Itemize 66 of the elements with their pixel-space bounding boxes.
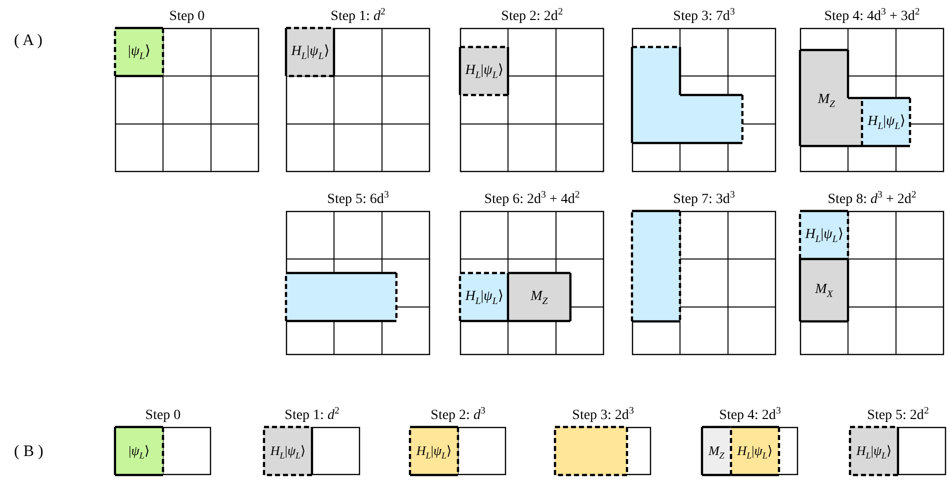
shaded-region [800,211,848,259]
state-label: H$_{L}$|ψ$_{L}$⟩ [465,289,503,306]
step-title: Step 5: 2d$^{2}$ [867,407,929,425]
shaded-region [410,427,458,475]
step-title: Step 3: 7d$^{3}$ [673,8,735,26]
state-label: H$_{L}$|ψ$_{L}$⟩ [805,227,843,243]
grid-panel [460,8,604,172]
state-label: |ψ$_{L}$⟩ [128,44,150,60]
state-label: M$_{Z}$ [818,92,835,108]
grid-panel [460,191,604,355]
shaded-region [460,47,508,96]
state-label: H$_{L}$|ψ$_{L}$⟩ [291,44,329,60]
state-label: H$_{L}$|ψ$_{L}$⟩ [270,443,306,459]
state-label: H$_{L}$|ψ$_{L}$⟩ [416,443,452,459]
shaded-region [800,50,862,146]
step-title: Step 4: 4d$^{3}$ + 3d$^{2}$ [824,8,920,26]
step-title: Step 8: d$^{3}$ + 2d$^{2}$ [828,191,916,209]
state-label: H$_{L}$|ψ$_{L}$⟩ [737,443,772,459]
state-label: M$_{Z}$ [708,443,724,459]
step-title: Step 0 [169,8,205,26]
step-title: Step 7: 3d$^{3}$ [673,191,735,209]
step-title: Step 6: 2d$^{3}$ + 4d$^{2}$ [484,191,580,209]
shaded-region [702,427,731,475]
grid-panel [264,407,360,475]
part-label: ( A ) [14,32,42,50]
shaded-region [115,427,163,475]
shaded-region [264,427,312,475]
grid-panel [632,191,776,355]
state-label: |ψ$_{L}$⟩ [128,443,150,459]
grid-panel [115,8,259,172]
grid-panel [555,407,651,475]
step-title: Step 4: 2d$^{3}$ [719,407,781,425]
grid-panel [800,191,944,355]
grid-panel [702,407,798,475]
step-title: Step 0 [145,407,181,425]
shaded-region [115,28,163,76]
grid-panel [850,407,946,475]
state-label: H$_{L}$|ψ$_{L}$⟩ [856,443,892,459]
grid-panel [800,8,944,172]
grid-panel [410,407,506,475]
shaded-region [555,427,627,475]
step-title: Step 5: 6d$^{3}$ [327,191,389,209]
step-title: Step 3: 2d$^{3}$ [572,407,634,425]
grid-panel [115,407,211,475]
shaded-region [632,47,742,144]
state-label: M$_{X}$ [815,282,833,298]
step-title: Step 1: d$^{2}$ [330,8,386,26]
shaded-region [286,273,396,322]
grid-panel [286,191,430,355]
state-label: M$_{Z}$ [530,289,548,306]
shaded-region [730,427,779,475]
state-label: H$_{L}$|ψ$_{L}$⟩ [465,63,503,80]
shaded-region [800,259,848,322]
shaded-region [460,273,508,322]
state-label: H$_{L}$|ψ$_{L}$⟩ [868,114,906,130]
grid-panel [286,8,430,172]
step-title: Step 2: 2d$^{2}$ [501,8,563,26]
part-label: ( B ) [14,443,44,461]
grid-panel [632,8,776,172]
shaded-region [632,211,680,322]
shaded-region [286,28,334,76]
shaded-region [850,427,898,475]
shaded-region [862,98,910,146]
step-title: Step 2: d$^{3}$ [430,407,486,425]
step-title: Step 1: d$^{2}$ [284,407,340,425]
shaded-region [508,273,570,322]
